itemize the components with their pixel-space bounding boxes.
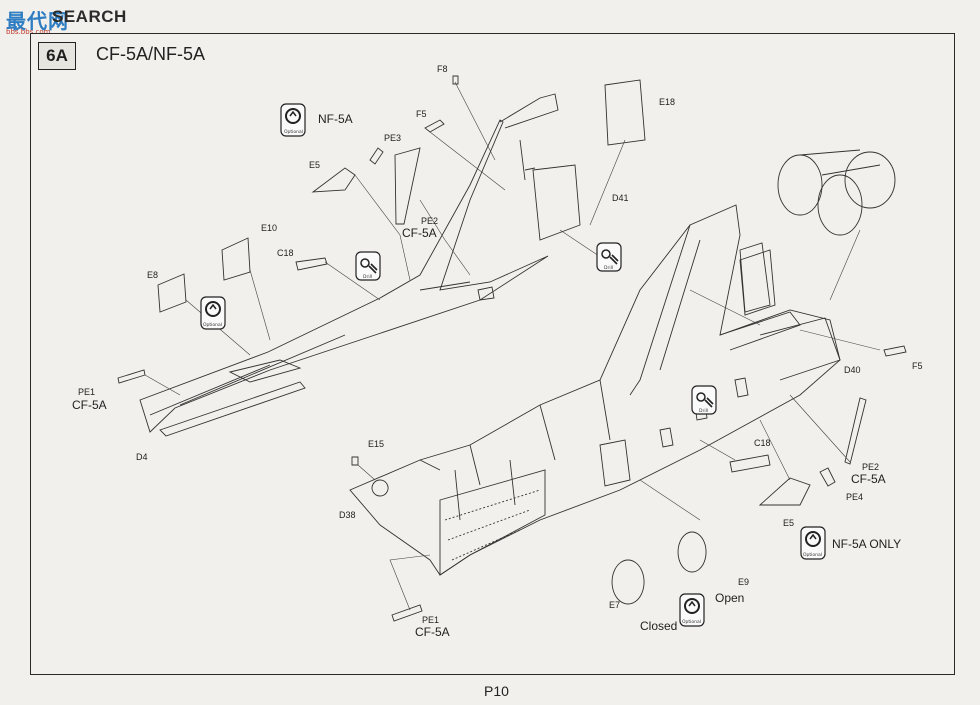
step-title: CF-5A/NF-5A	[96, 44, 206, 64]
callout-nf5a-only: NF-5A ONLY	[832, 537, 901, 551]
watermark-cn-text: 最代网	[6, 9, 69, 33]
part-callouts: F8 F5 E18 PE3 E5 NF-5A PE2 CF-5A D41 E10…	[72, 64, 923, 639]
callout-pe3: PE3	[384, 133, 401, 143]
callout-d41: D41	[612, 193, 629, 203]
callout-pe1-left: PE1	[78, 387, 95, 397]
callout-pe2-top: PE2	[421, 216, 438, 226]
right-fuselage-half	[349, 204, 841, 576]
callout-c18-right: C18	[754, 438, 771, 448]
callout-cf5a-pe2-right: CF-5A	[851, 472, 886, 486]
page-number: P10	[484, 683, 509, 699]
callout-pe4: PE4	[846, 492, 863, 502]
exhaust-nozzles	[777, 149, 896, 236]
step-number-badge: 6A	[38, 42, 76, 70]
callout-f8: F8	[437, 64, 448, 74]
callout-f5-top: F5	[416, 109, 427, 119]
callout-cf5a-pe2-top: CF-5A	[402, 226, 437, 240]
callout-open: Open	[715, 591, 744, 605]
left-fuselage-half	[139, 93, 559, 437]
callout-e18: E18	[659, 97, 675, 107]
loose-parts	[117, 75, 907, 622]
watermark-search-text: SEARCH	[52, 7, 127, 26]
optional-label-4: Optional	[682, 619, 701, 625]
callout-e10: E10	[261, 223, 277, 233]
watermark-logo: 最代网 SEARCH bbs.bbs.com	[4, 3, 174, 36]
drill-label-3: Drill	[699, 408, 708, 414]
callout-c18-top: C18	[277, 248, 294, 258]
callout-e15: E15	[368, 439, 384, 449]
instruction-frame	[30, 33, 955, 675]
callout-nf5a: NF-5A	[318, 112, 353, 126]
drill-label-1: Drill	[363, 274, 372, 280]
callout-d40: D40	[844, 365, 861, 375]
callout-pe1-bottom: PE1	[422, 615, 439, 625]
callout-cf5a-pe1-left: CF-5A	[72, 398, 107, 412]
callout-closed: Closed	[640, 619, 677, 633]
optional-label-3: Optional	[803, 552, 822, 558]
watermark-url-text: bbs.bbs.com	[6, 28, 51, 36]
optional-label-2: Optional	[203, 322, 222, 328]
callout-e5-right: E5	[783, 518, 794, 528]
callout-cf5a-pe1-bottom: CF-5A	[415, 625, 450, 639]
callout-d38: D38	[339, 510, 356, 520]
drill-label-2: Drill	[604, 265, 613, 271]
optional-label-1: Optional	[284, 129, 303, 135]
callout-e9: E9	[738, 577, 749, 587]
callout-d4: D4	[136, 452, 148, 462]
leader-lines	[144, 81, 881, 611]
callout-e7: E7	[609, 600, 620, 610]
callout-e8: E8	[147, 270, 158, 280]
callout-pe2-right: PE2	[862, 462, 879, 472]
callout-f5-right: F5	[912, 361, 923, 371]
callout-e5-top: E5	[309, 160, 320, 170]
